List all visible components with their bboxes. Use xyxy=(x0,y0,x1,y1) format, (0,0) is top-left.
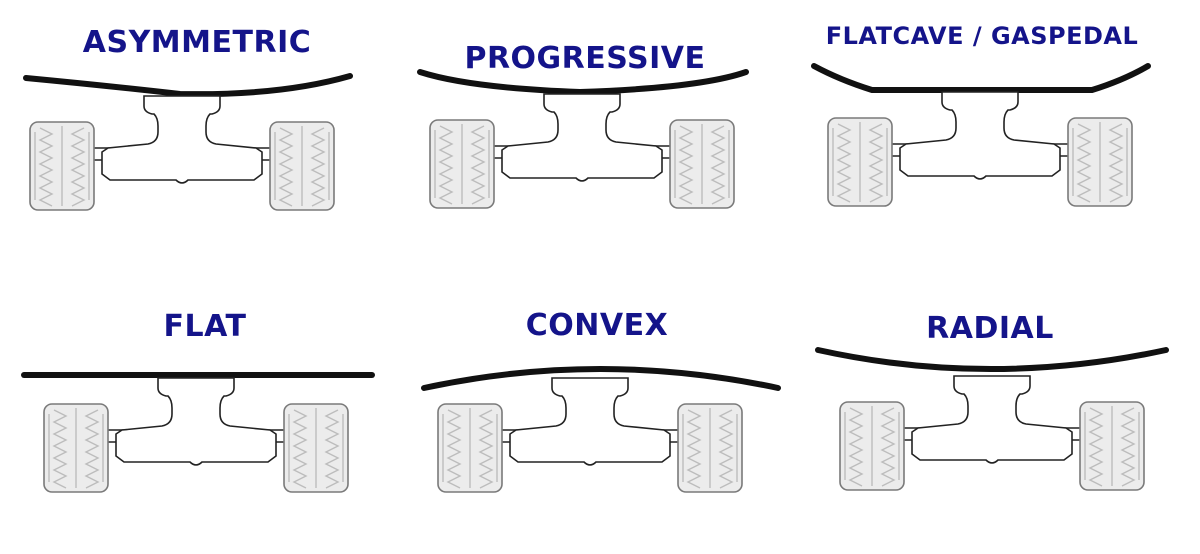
truck-progressive xyxy=(430,94,734,208)
profile-flatcave: FLATCAVE / GASPEDAL xyxy=(811,22,1151,206)
truck-convex xyxy=(438,378,742,492)
truck-radial xyxy=(840,376,1144,490)
truck-flat xyxy=(44,378,348,492)
profile-progressive: PROGRESSIVE xyxy=(417,41,749,208)
profile-convex: CONVEX xyxy=(421,308,781,492)
profile-label-convex: CONVEX xyxy=(526,308,668,343)
profile-label-flatcave: FLATCAVE / GASPEDAL xyxy=(826,22,1139,50)
truck-flatcave xyxy=(828,92,1132,206)
deck-flatcave xyxy=(811,63,1151,93)
profile-asymmetric: ASYMMETRIC xyxy=(23,25,353,210)
profile-label-flat: FLAT xyxy=(164,309,247,344)
truck-asymmetric xyxy=(30,96,334,210)
profile-radial: RADIAL xyxy=(815,311,1169,490)
profile-flat: FLAT xyxy=(21,309,375,492)
deck-progressive xyxy=(417,69,749,96)
profile-label-progressive: PROGRESSIVE xyxy=(464,41,705,76)
deck-asymmetric xyxy=(23,73,353,98)
deck-radial xyxy=(815,347,1169,372)
profile-label-radial: RADIAL xyxy=(926,311,1054,346)
deck-convex xyxy=(421,366,781,391)
profile-label-asymmetric: ASYMMETRIC xyxy=(83,25,312,60)
